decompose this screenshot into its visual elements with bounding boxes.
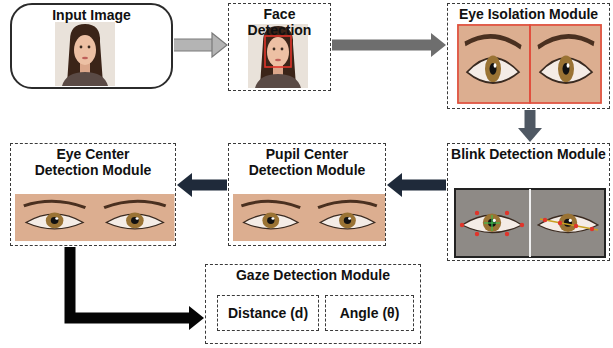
arrow-head: [518, 128, 542, 142]
node-title: Pupil Center Detection Module: [241, 146, 373, 178]
flow-arrow: [387, 173, 446, 197]
node-title: Face Detection: [229, 6, 330, 38]
node-title: Input Image: [12, 7, 171, 23]
flow-arrow: [518, 110, 542, 142]
blink-photo: [455, 189, 605, 257]
flow-arrow: [177, 173, 227, 197]
process-box: Pupil Center Detection Module: [228, 143, 386, 246]
process-box: Eye Center Detection Module: [10, 143, 176, 246]
node-title: Distance (d): [225, 305, 311, 321]
arrow-head: [212, 33, 227, 57]
node-title: Angle (θ): [337, 305, 403, 321]
arrow-shaft: [332, 40, 432, 51]
output-box: Angle (θ): [325, 295, 414, 331]
process-box: Eye Isolation Module: [447, 3, 610, 109]
node-title: Eye Center Detection Module: [27, 146, 159, 178]
eye-center-photo: [15, 194, 175, 241]
input-photo: [55, 22, 115, 86]
node-title: Blink Detection Module: [448, 146, 609, 162]
flow-arrow: [174, 33, 227, 57]
node-title: Eye Isolation Module: [448, 6, 609, 22]
arrow-head: [431, 33, 446, 57]
arrow-shaft: [70, 247, 190, 318]
output-box: Distance (d): [217, 295, 319, 331]
node-title: Gaze Detection Module: [206, 267, 420, 283]
arrow-head: [177, 173, 192, 197]
input-box: Input Image: [10, 3, 173, 89]
flow-arrow: [70, 247, 204, 330]
module-group: Gaze Detection ModuleDistance (d) Angle (…: [205, 264, 421, 344]
process-box: Face Detection: [228, 3, 331, 91]
pupil-center-photo: [233, 194, 385, 241]
arrow-shaft: [525, 110, 536, 129]
eye-isolation-photo: [457, 24, 602, 104]
arrow-shaft: [401, 180, 446, 191]
arrow-shaft-outline: [174, 39, 213, 52]
process-box: Blink Detection Module: [447, 143, 610, 261]
arrow-shaft: [174, 40, 213, 51]
arrow-shaft: [191, 180, 227, 191]
arrow-head: [387, 173, 402, 197]
flow-arrow: [332, 33, 446, 57]
arrow-head: [189, 306, 204, 330]
